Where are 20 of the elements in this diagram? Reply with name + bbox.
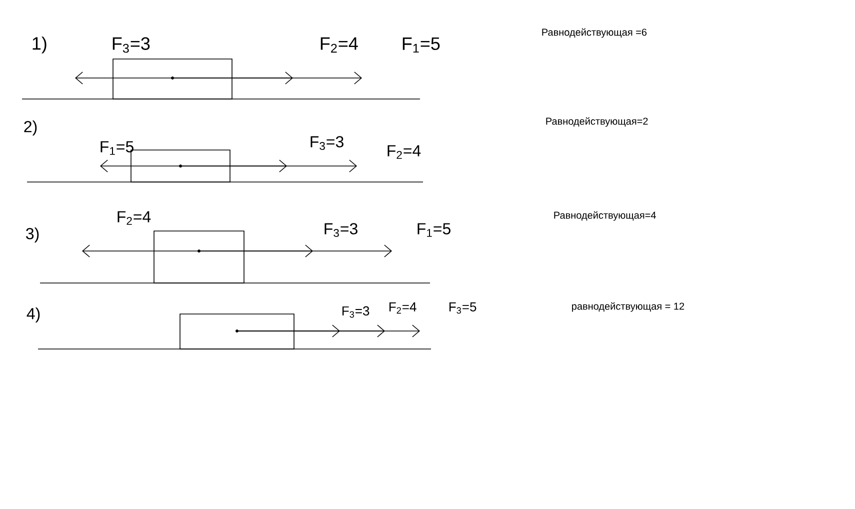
force-label: F$_{2}$=4 — [388, 145, 421, 159]
force-label: Равнодействующая=4 — [554, 211, 656, 221]
force-label: F$_{1}$=5 — [418, 223, 450, 237]
force-label: F$_{2}$=4 — [389, 302, 416, 314]
force-label: F$_{3}$=3 — [324, 223, 358, 237]
force-label: 1) — [32, 36, 46, 54]
force-label: Равнодействующая =6 — [542, 28, 647, 38]
force-label: Равнодействующая=2 — [546, 117, 648, 127]
force-label: F$_{1}$=5 — [402, 37, 440, 53]
force-label: F$_{2}$=4 — [320, 37, 358, 53]
block — [154, 230, 244, 284]
force-label: F$_{3}$=3 — [310, 136, 344, 150]
block — [112, 58, 232, 100]
force-label: F$_{1}$=5 — [100, 141, 134, 155]
force-label: F$_{3}$=5 — [449, 302, 476, 314]
force-label: 2) — [24, 120, 37, 136]
block — [180, 314, 294, 350]
force-label: равнодействующая = 12 — [572, 302, 684, 312]
force-label: 3) — [26, 228, 39, 242]
force-label: 4) — [26, 308, 40, 322]
